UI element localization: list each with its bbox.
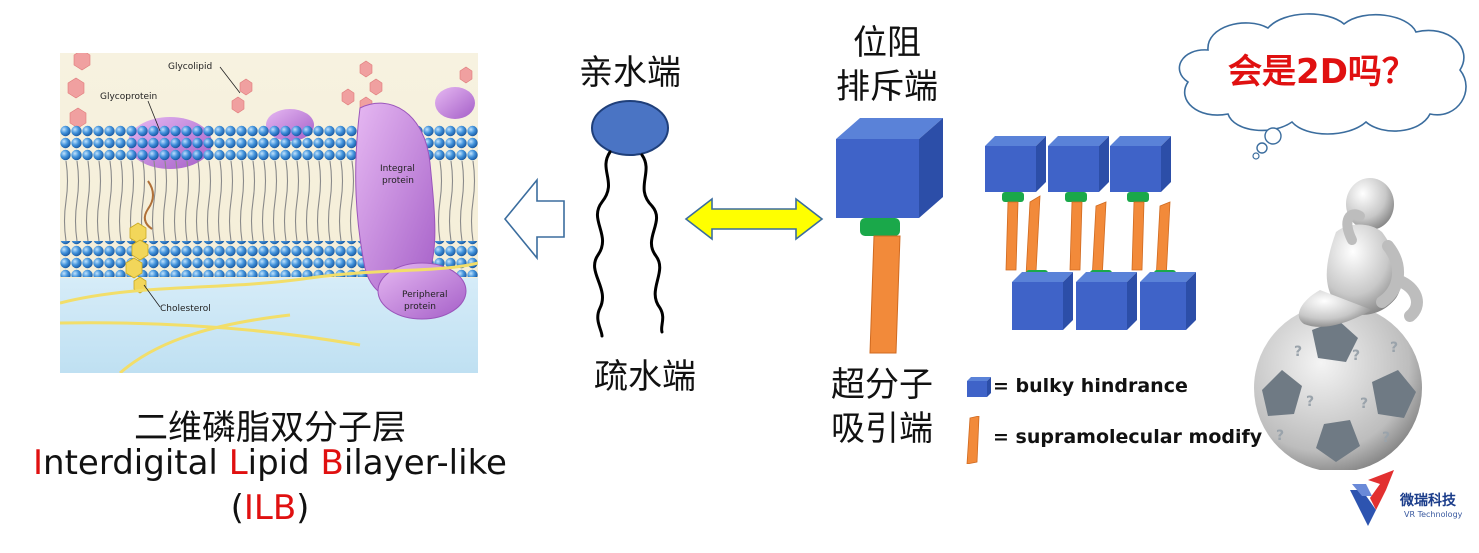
double-arrow-icon (684, 197, 824, 241)
abbr-text: ILB (243, 488, 297, 528)
svg-text:?: ? (1294, 344, 1302, 360)
left-caption-en: Interdigital Lipid Bilayer-like (0, 443, 540, 483)
svg-text:?: ? (1306, 394, 1314, 410)
peripheral-protein-label-1: Peripheral (402, 290, 448, 300)
abbr-open: ( (230, 488, 244, 528)
hydrophilic-label: 亲水端 (579, 53, 681, 93)
en-part-ipid: ipid (247, 443, 321, 483)
supramolecular-label-line1: 超分子 (831, 365, 933, 405)
integral-protein-label-1: Integral (380, 164, 415, 174)
vr-logo-icon (1350, 470, 1394, 526)
svg-text:?: ? (1360, 396, 1368, 412)
membrane-illustration: Glycolipid Glycoprotein Integral protein… (60, 53, 478, 373)
glycolipid-label: Glycolipid (168, 62, 212, 72)
amphiphile-molecule-diagram (591, 100, 669, 338)
hydrophobic-label: 疏水端 (594, 357, 696, 397)
svg-text:?: ? (1276, 428, 1284, 444)
left-caption-cn: 二维磷脂双分子层 (134, 408, 406, 448)
legend-stem-icon (966, 416, 980, 464)
svg-text:?: ? (1382, 430, 1390, 446)
single-molecule-diagram (836, 118, 943, 354)
en-part-b: B (320, 443, 344, 483)
bubble-text: 会是2D吗？ (1228, 52, 1416, 92)
hollow-left-arrow-icon (503, 177, 565, 261)
peripheral-protein-label-2: protein (404, 302, 436, 312)
svg-text:?: ? (1352, 348, 1360, 364)
logo-cn-text: 微瑞科技 (1400, 493, 1456, 509)
en-part-ilayer: ilayer-like (343, 443, 507, 483)
thinker-on-ball-image: ??? ???? (1254, 178, 1423, 470)
steric-label-line1: 位阻 (853, 23, 921, 63)
integral-protein-label-2: protein (382, 176, 414, 186)
en-part-i: I (33, 443, 44, 483)
abbr-close: ) (296, 488, 310, 528)
supramolecular-label-line2: 吸引端 (831, 409, 933, 449)
legend-supra-text: = supramolecular modify (993, 426, 1263, 448)
glycoprotein-label: Glycoprotein (100, 92, 157, 102)
steric-label-line2: 排斥端 (836, 67, 938, 107)
left-caption-abbr: (ILB) (0, 488, 540, 528)
logo-en-text: VR Technology (1404, 510, 1463, 519)
assembly-diagram (985, 136, 1196, 330)
en-part-l: L (228, 443, 248, 483)
cholesterol-label: Cholesterol (160, 304, 211, 314)
en-part-nterdigital: nterdigital (43, 443, 229, 483)
legend-cube-icon (967, 377, 991, 397)
legend-bulky-text: = bulky hindrance (993, 375, 1188, 397)
thought-bubble (1178, 13, 1467, 160)
svg-text:?: ? (1390, 340, 1398, 356)
